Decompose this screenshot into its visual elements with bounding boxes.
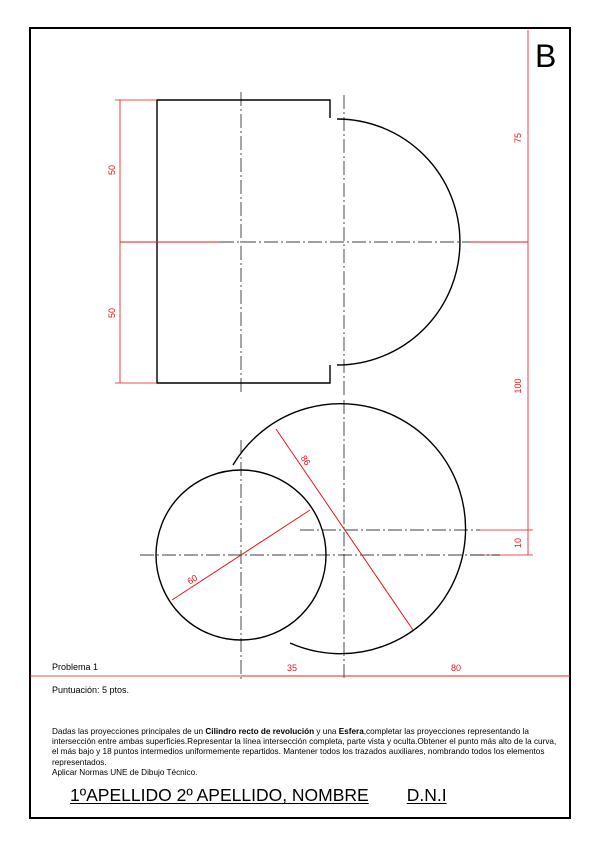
dimension-left <box>115 99 157 384</box>
problem-score: Puntuación: 5 ptos. <box>52 685 130 695</box>
dimension-right <box>470 30 533 556</box>
dim-text-75: 75 <box>513 133 523 143</box>
sheet-border <box>29 27 571 819</box>
dim-text-10: 10 <box>513 538 523 548</box>
dim-text-80: 80 <box>451 663 461 673</box>
dim-text-100: 100 <box>513 378 523 393</box>
statement-part-4: Aplicar Normas UNE de Dibujo Técnico. <box>52 767 198 777</box>
footer-dni: D.N.I <box>406 785 447 805</box>
dim-text-86: 86 <box>299 453 313 467</box>
footer-name: 1ºAPELLIDO 2º APELLIDO, NOMBRE <box>70 785 369 805</box>
dim-text-50-upper: 50 <box>107 165 117 175</box>
problem-statement: Dadas las proyecciones principales de un… <box>52 727 560 778</box>
statement-bold-sphere: Esfera <box>338 727 364 736</box>
statement-bold-cylinder: Cilindro recto de revolución <box>205 727 315 736</box>
sheet-letter: B <box>535 38 557 74</box>
diameter-line-circle <box>171 509 311 601</box>
statement-part-1: Dadas las proyecciones principales de un <box>52 727 206 736</box>
dim-text-35: 35 <box>287 663 297 673</box>
problem-title: Problema 1 <box>52 662 99 672</box>
diameter-line-sphere <box>275 428 414 631</box>
statement-part-3: ,completar las proyecciones representand… <box>52 727 557 767</box>
dim-text-50-lower: 50 <box>107 308 117 318</box>
statement-part-2: y una <box>314 727 339 736</box>
sphere-plan-circle <box>232 402 467 655</box>
sphere-elevation-arc <box>336 118 461 366</box>
dim-text-60: 60 <box>185 573 199 587</box>
student-footer: 1ºAPELLIDO 2º APELLIDO, NOMBRE D.N.I <box>70 785 447 806</box>
